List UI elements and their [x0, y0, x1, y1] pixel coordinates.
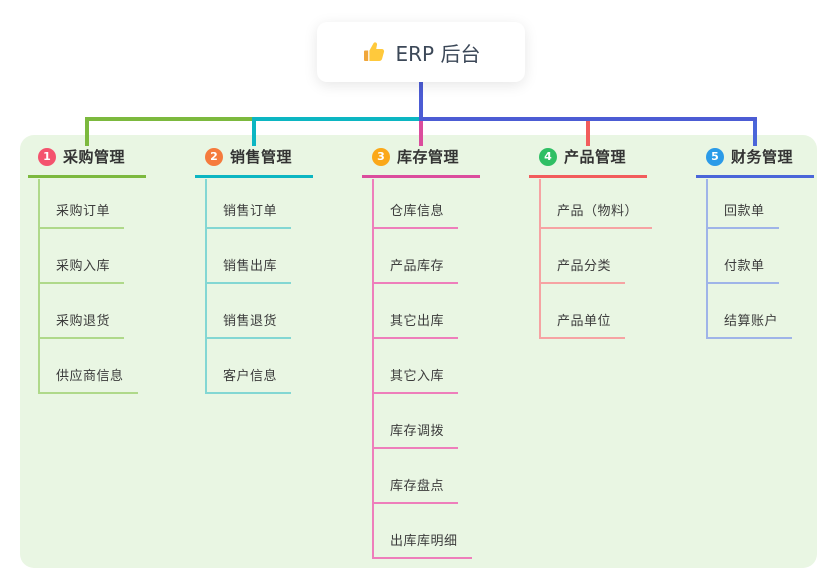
branch-label: 库存管理 — [397, 148, 460, 166]
child-row: 供应商信息 — [28, 339, 146, 394]
branch-label: 财务管理 — [731, 148, 794, 166]
child-row: 结算账户 — [696, 284, 814, 339]
branch-4-children: 产品（物料） 产品分类产品单位 — [529, 178, 653, 339]
branch-label: 采购管理 — [63, 148, 126, 166]
badge-number-icon: 3 — [372, 147, 390, 166]
child-node[interactable]: 采购入库 — [38, 255, 125, 284]
children-connector-line — [372, 179, 374, 559]
branch-label: 产品管理 — [564, 148, 627, 166]
branch-label: 销售管理 — [230, 148, 293, 166]
child-row: 客户信息 — [195, 339, 313, 394]
child-node[interactable]: 产品库存 — [372, 255, 459, 284]
child-node[interactable]: 销售订单 — [205, 200, 292, 229]
child-node[interactable]: 供应商信息 — [38, 365, 138, 394]
branch-2-children: 销售订单销售出库销售退货客户信息 — [195, 178, 313, 394]
child-row: 付款单 — [696, 229, 814, 284]
branch-2-head[interactable]: 2 销售管理 — [195, 146, 313, 178]
bus-segment-line — [252, 117, 423, 121]
child-node[interactable]: 库存盘点 — [372, 475, 459, 504]
root-node[interactable]: ERP 后台 — [317, 22, 525, 82]
child-node[interactable]: 付款单 — [706, 255, 779, 284]
badge-number-icon: 2 — [205, 147, 223, 166]
bus-segment-line — [586, 117, 757, 121]
children-connector-line — [706, 179, 708, 339]
child-row: 其它入库 — [362, 339, 480, 394]
child-node[interactable]: 采购退货 — [38, 310, 125, 339]
bus-segment-line — [419, 117, 590, 121]
child-node[interactable]: 产品分类 — [539, 255, 626, 284]
branch-3-head[interactable]: 3 库存管理 — [362, 146, 480, 178]
branch-drop-line — [753, 117, 757, 146]
branch-5-children: 回款单付款单结算账户 — [696, 178, 814, 339]
child-row: 销售出库 — [195, 229, 313, 284]
branch-5: 5 财务管理回款单付款单结算账户 — [696, 146, 814, 339]
child-row: 采购入库 — [28, 229, 146, 284]
child-node[interactable]: 其它出库 — [372, 310, 459, 339]
branch-5-head[interactable]: 5 财务管理 — [696, 146, 814, 178]
child-row: 采购订单 — [28, 178, 146, 229]
child-node[interactable]: 产品单位 — [539, 310, 626, 339]
root-connector-line — [419, 82, 423, 121]
child-node[interactable]: 仓库信息 — [372, 200, 459, 229]
child-node[interactable]: 销售退货 — [205, 310, 292, 339]
branch-drop-line — [252, 117, 256, 146]
child-row: 其它出库 — [362, 284, 480, 339]
child-row: 回款单 — [696, 178, 814, 229]
badge-number-icon: 4 — [539, 147, 557, 166]
branch-4-head[interactable]: 4 产品管理 — [529, 146, 647, 178]
children-connector-line — [38, 179, 40, 394]
badge-number-icon: 1 — [38, 147, 56, 166]
branch-3-children: 仓库信息产品库存其它出库其它入库库存调拨库存盘点出库库明细 — [362, 178, 480, 559]
child-row: 库存盘点 — [362, 449, 480, 504]
root-node-label: ERP 后台 — [395, 41, 481, 66]
child-node[interactable]: 回款单 — [706, 200, 779, 229]
child-row: 产品分类 — [529, 229, 647, 284]
branch-drop-line — [419, 117, 423, 146]
thumbs-up-icon — [362, 40, 386, 64]
branch-2: 2 销售管理销售订单销售出库销售退货客户信息 — [195, 146, 313, 394]
child-row: 销售订单 — [195, 178, 313, 229]
branch-1-head[interactable]: 1 采购管理 — [28, 146, 146, 178]
child-node[interactable]: 其它入库 — [372, 365, 459, 394]
child-node[interactable]: 客户信息 — [205, 365, 292, 394]
child-row: 产品库存 — [362, 229, 480, 284]
child-row: 仓库信息 — [362, 178, 480, 229]
child-node[interactable]: 结算账户 — [706, 310, 793, 339]
child-row: 采购退货 — [28, 284, 146, 339]
branch-drop-line — [586, 117, 590, 146]
branch-4: 4 产品管理产品（物料） 产品分类产品单位 — [529, 146, 653, 339]
child-node[interactable]: 库存调拨 — [372, 420, 459, 449]
bus-segment-line — [85, 117, 256, 121]
branch-drop-line — [85, 117, 89, 146]
child-row: 销售退货 — [195, 284, 313, 339]
children-connector-line — [205, 179, 207, 394]
child-row: 产品单位 — [529, 284, 647, 339]
children-connector-line — [539, 179, 541, 339]
child-node[interactable]: 产品（物料） — [539, 200, 653, 229]
branch-3: 3 库存管理仓库信息产品库存其它出库其它入库库存调拨库存盘点出库库明细 — [362, 146, 480, 559]
child-node[interactable]: 销售出库 — [205, 255, 292, 284]
child-row: 出库库明细 — [362, 504, 480, 559]
branch-1-children: 采购订单采购入库采购退货供应商信息 — [28, 178, 146, 394]
badge-number-icon: 5 — [706, 147, 724, 166]
child-node[interactable]: 采购订单 — [38, 200, 125, 229]
child-row: 产品（物料） — [529, 178, 653, 229]
mindmap-panel — [20, 135, 817, 568]
child-node[interactable]: 出库库明细 — [372, 530, 472, 559]
child-row: 库存调拨 — [362, 394, 480, 449]
branch-1: 1 采购管理采购订单采购入库采购退货供应商信息 — [28, 146, 146, 394]
